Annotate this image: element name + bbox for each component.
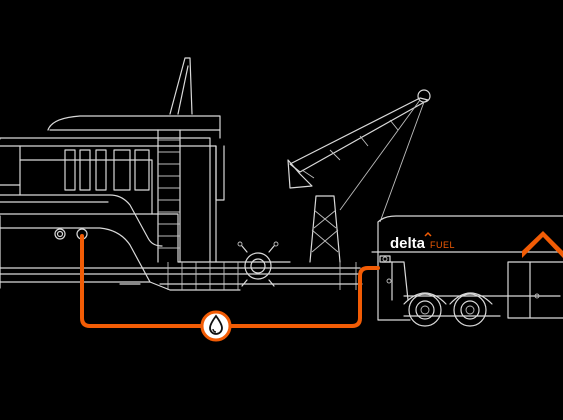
fuel-truck-illustration: delta FUEL: [371, 215, 563, 327]
fuel-hose: [80, 234, 380, 328]
vessel-illustration: [0, 57, 431, 291]
truck-wheel: [453, 293, 487, 327]
delta-fuel-logo: delta FUEL: [390, 231, 455, 252]
chevron-up-logo-icon: [522, 231, 563, 258]
truck-wheel: [408, 293, 442, 327]
brand-fuel: FUEL: [430, 240, 455, 250]
fuel-drop-icon: [200, 310, 232, 342]
brand-word: delta: [390, 235, 426, 252]
